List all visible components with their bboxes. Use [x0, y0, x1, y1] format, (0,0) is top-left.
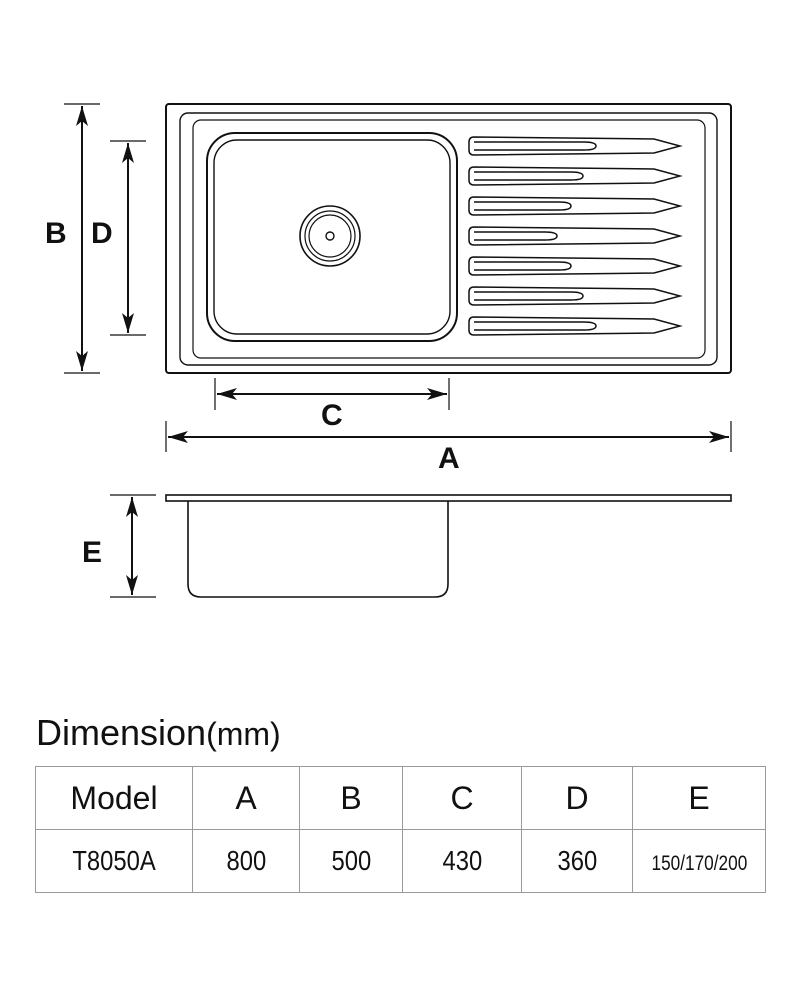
drain-rib — [468, 316, 683, 336]
cell-c-text: 430 — [442, 845, 482, 876]
sink-inner-rim — [179, 112, 718, 366]
table-header-row: Model A B C D E — [35, 766, 766, 830]
dimension-d — [110, 140, 146, 336]
drainboard-ribs — [468, 136, 683, 336]
dimension-b — [64, 103, 100, 374]
label-e: E — [82, 536, 102, 569]
label-d: D — [91, 217, 113, 250]
title-unit: (mm) — [206, 716, 281, 752]
header-b: B — [299, 766, 403, 830]
cell-a-text: 800 — [226, 845, 266, 876]
top-view — [165, 103, 732, 374]
dimension-a — [165, 421, 732, 452]
dimension-title: Dimension(mm) — [36, 712, 281, 754]
header-d: D — [521, 766, 633, 830]
header-e: E — [632, 766, 766, 830]
sink-technical-drawing: B D C A E — [45, 103, 732, 598]
label-b: B — [45, 217, 67, 250]
drain-rib-inner — [474, 201, 572, 211]
cell-b-text: 500 — [331, 845, 371, 876]
cell-c: 430 — [402, 829, 522, 893]
cell-d-text: 360 — [557, 845, 597, 876]
cell-a: 800 — [192, 829, 300, 893]
side-bowl — [187, 501, 449, 598]
sink-tray-edge — [192, 119, 706, 359]
drain-rib-inner — [474, 231, 558, 241]
label-c: C — [321, 399, 343, 432]
drain-rib-inner — [474, 171, 584, 181]
sink-outer-rim — [165, 103, 732, 374]
drain-rib — [468, 286, 683, 306]
cell-e-text: 150/170/200 — [651, 852, 747, 875]
cell-model-text: T8050A — [72, 845, 156, 876]
title-text: Dimension — [36, 712, 207, 753]
label-a: A — [438, 442, 460, 475]
dimension-c — [214, 378, 450, 410]
cell-e: 150/170/200 — [632, 829, 766, 893]
bowl-outer — [206, 132, 458, 342]
drain-rib — [468, 196, 683, 216]
bowl-inner — [213, 139, 451, 335]
side-rim — [165, 494, 732, 502]
header-a: A — [192, 766, 300, 830]
drain-icon — [299, 205, 361, 267]
drain-rib — [468, 226, 683, 246]
header-model: Model — [35, 766, 193, 830]
drain-rib-inner — [474, 321, 597, 331]
side-view — [165, 494, 732, 598]
dimension-table: Model A B C D E T8050A 800 500 430 360 1… — [35, 766, 766, 893]
drain-rib — [468, 256, 683, 276]
cell-d: 360 — [521, 829, 633, 893]
drain-rib — [468, 166, 683, 186]
drain-rib-inner — [474, 141, 597, 151]
cell-b: 500 — [299, 829, 403, 893]
cell-model: T8050A — [35, 829, 193, 893]
drain-rib-inner — [474, 261, 572, 271]
drain-rib — [468, 136, 683, 156]
drain-rib-inner — [474, 291, 584, 301]
dimension-e — [110, 494, 156, 598]
header-c: C — [402, 766, 522, 830]
table-row: T8050A 800 500 430 360 150/170/200 — [35, 829, 766, 893]
